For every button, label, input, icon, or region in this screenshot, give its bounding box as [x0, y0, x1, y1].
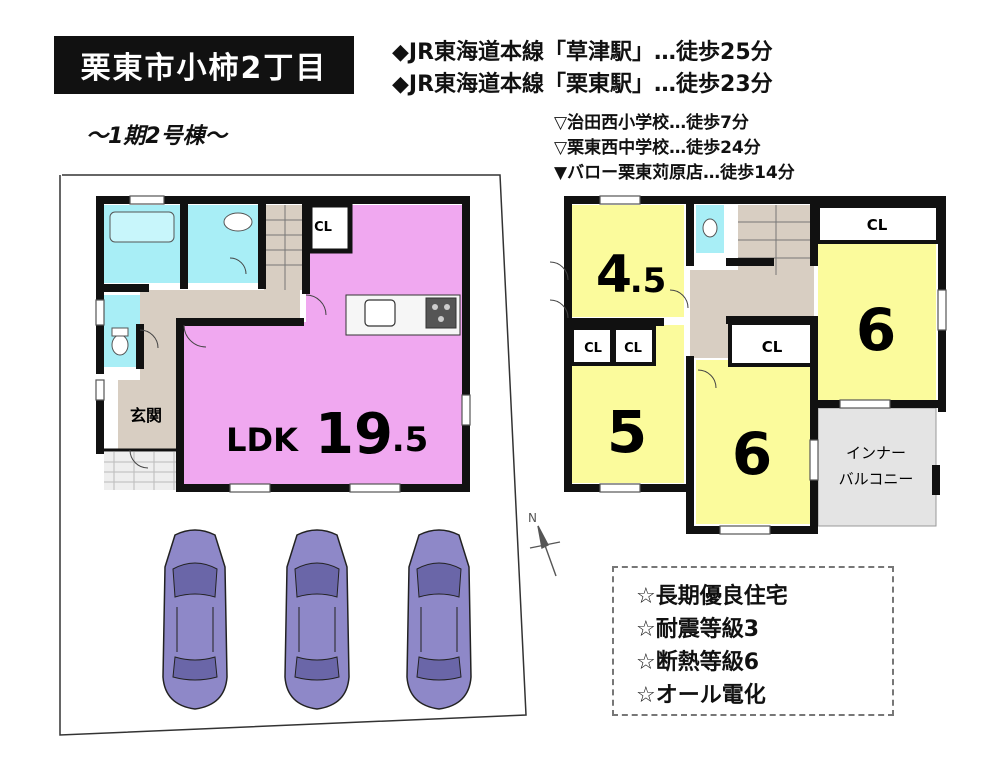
floor2-plan: CL CL CL CL 4 .5 5 6 6 インナー バルコニー [549, 195, 947, 535]
ldk-size-decimal: .5 [392, 420, 429, 460]
feature-item: ☆オール電化 [636, 683, 766, 708]
closet-1f-label: CL [314, 220, 332, 235]
ldk-room [184, 205, 462, 484]
ldk-label: LDK [226, 421, 299, 459]
washroom [184, 205, 264, 283]
features-box: ☆長期優良住宅 ☆耐震等級3 ☆断熱等級6 ☆オール電化 [612, 566, 894, 716]
car-icon [162, 529, 228, 710]
room-5-size: 5 [607, 398, 647, 466]
room-4-5-decimal: .5 [630, 261, 667, 301]
floor1-plan: CL 玄関 LDK 19 .5 [95, 195, 471, 493]
ldk-size: 19 [315, 402, 393, 467]
closet-2f-a: CL [867, 216, 888, 234]
entrance [118, 380, 182, 450]
page-title: 栗東市小柿2丁目 [54, 36, 354, 94]
entrance-label: 玄関 [130, 406, 162, 425]
closet-2f-b: CL [584, 341, 602, 356]
car-icon-group [162, 529, 472, 710]
lot-boundary [59, 174, 527, 736]
stove [425, 297, 457, 329]
room-6-a-size: 6 [732, 420, 772, 488]
balcony-label-1: インナー [846, 444, 906, 462]
feature-item: ☆断熱等級6 [636, 650, 760, 675]
room-4-5-size: 4 [596, 245, 632, 305]
room-4-5 [572, 205, 684, 317]
closet-1f [310, 205, 348, 249]
closet-2f-c: CL [624, 341, 642, 356]
compass-icon: N [528, 511, 561, 577]
access-info-1: ◆JR東海道本線「草津駅」…徒歩25分 [392, 40, 773, 65]
closet-2f-d: CL [762, 338, 783, 356]
balcony-label-2: バルコニー [839, 470, 914, 488]
access-info-2: ◆JR東海道本線「栗東駅」…徒歩23分 [392, 72, 773, 97]
sink [364, 299, 396, 327]
car-icon [284, 529, 350, 710]
room-6-b [818, 240, 936, 400]
nearby-school-1: ▽治田西小学校…徒歩7分 [554, 113, 749, 133]
nearby-school-2: ▽栗東西中学校…徒歩24分 [554, 138, 761, 158]
porch [104, 452, 182, 490]
room-6-b-size: 6 [856, 296, 896, 364]
nearby-store: ▼バロー栗東苅原店…徒歩14分 [554, 163, 795, 183]
car-icon [406, 529, 472, 710]
feature-item: ☆耐震等級3 [636, 617, 760, 642]
phase-label: ～1期2号棟～ [86, 124, 227, 149]
feature-item: ☆長期優良住宅 [636, 584, 788, 609]
compass-label: N [528, 511, 537, 525]
hallway-1f-2 [140, 320, 182, 380]
room-6-a [696, 360, 810, 524]
inner-balcony [817, 407, 937, 527]
